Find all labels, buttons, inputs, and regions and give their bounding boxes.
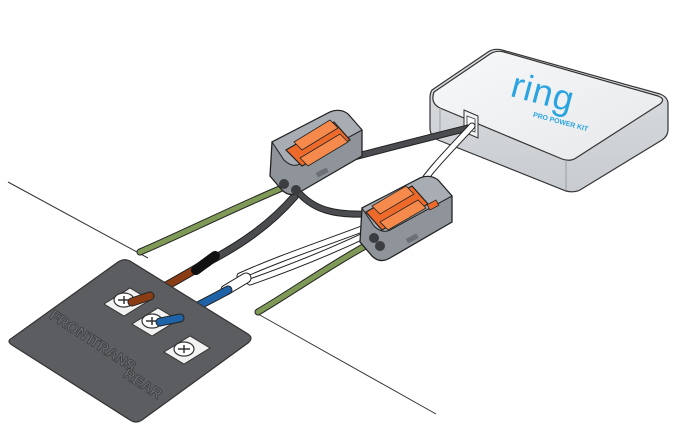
wires <box>135 122 476 325</box>
wall-edge-lines <box>7 181 437 415</box>
chime-terminal-plate: FRONT TRANS REAR <box>8 259 252 423</box>
wire-ends <box>127 291 185 327</box>
lever-connector-lower <box>359 175 453 262</box>
lever-connector-upper <box>269 109 363 196</box>
terminal-rear <box>163 335 211 365</box>
pro-power-kit-box: ring PRO POWER KIT <box>429 48 669 193</box>
